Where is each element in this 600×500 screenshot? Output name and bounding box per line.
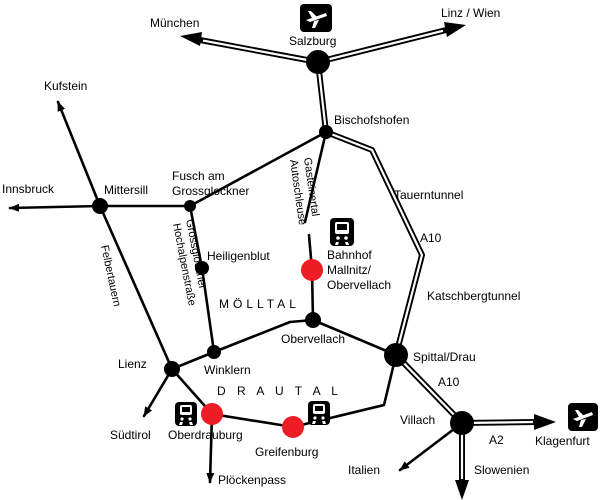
label-mittersill: Mittersill	[104, 183, 148, 197]
airplane-icon	[568, 403, 598, 431]
node-salzburg	[306, 50, 330, 74]
label-heiligenblut: Heiligenblut	[207, 249, 270, 263]
node-mittersill	[92, 198, 108, 214]
road-network	[8, 100, 464, 484]
place-labels: München Linz / Wien Salzburg Kufstein Bi…	[2, 6, 590, 487]
label-innsbruck: Innsbruck	[2, 182, 55, 196]
label-drautal: D R A U T A L	[217, 384, 342, 398]
label-katschbergtunnel: Katschbergtunnel	[427, 289, 520, 303]
label-suedtirol: Südtirol	[110, 428, 151, 442]
label-a10-upper: A10	[420, 231, 442, 245]
label-salzburg: Salzburg	[289, 34, 336, 48]
label-oberdrauburg: Oberdrauburg	[168, 428, 243, 442]
label-italien: Italien	[348, 463, 380, 477]
station-oberdrauburg[interactable]	[201, 403, 223, 425]
node-winklern	[207, 345, 221, 359]
label-fusch-2: Grossglockner	[172, 184, 249, 198]
label-felbertauern: Felbertauern	[98, 244, 123, 308]
node-spittal	[384, 343, 408, 367]
node-lienz	[164, 361, 180, 377]
label-bahnhof-2: Mallnitz/	[327, 263, 372, 277]
label-a10-lower: A10	[438, 375, 460, 389]
station-mallnitz[interactable]	[301, 259, 323, 281]
arrow-muenchen	[180, 32, 202, 46]
junctions	[92, 50, 474, 435]
region-labels: MÖLLTAL D R A U T A L	[217, 297, 342, 398]
label-lienz: Lienz	[118, 357, 147, 371]
label-bahnhof-1: Bahnhof	[327, 248, 372, 262]
label-fusch-1: Fusch am	[172, 169, 225, 183]
arrow-klagenfurt	[534, 414, 556, 430]
label-klagenfurt: Klagenfurt	[535, 434, 590, 448]
label-obervellach: Obervellach	[281, 332, 345, 346]
train-icon	[175, 402, 197, 426]
node-bischofshofen	[319, 125, 333, 139]
node-heiligenblut	[195, 261, 209, 275]
label-bahnhof-3: Obervellach	[327, 278, 391, 292]
label-moelltal: MÖLLTAL	[219, 297, 300, 311]
arrow-slowenien	[455, 480, 469, 500]
train-icon	[330, 218, 354, 246]
label-linz-wien: Linz / Wien	[441, 6, 500, 20]
train-icon	[308, 401, 330, 425]
airplane-icon	[300, 4, 332, 32]
label-muenchen: München	[150, 16, 199, 30]
label-villach: Villach	[400, 413, 435, 427]
node-obervellach	[305, 312, 321, 328]
node-fusch	[184, 200, 196, 212]
node-villach	[450, 411, 474, 435]
stations	[201, 259, 323, 438]
label-tauerntunnel: Tauerntunnel	[394, 188, 463, 202]
label-kufstein: Kufstein	[44, 79, 87, 93]
label-bischofshofen: Bischofshofen	[334, 113, 409, 127]
label-a2: A2	[489, 433, 504, 447]
label-greifenburg: Greifenburg	[255, 445, 318, 459]
arrow-linz-wien	[444, 22, 466, 37]
label-spittal: Spittal/Drau	[413, 350, 476, 364]
label-winklern: Winklern	[204, 363, 251, 377]
station-greifenburg[interactable]	[282, 416, 304, 438]
label-ploeckenpass: Plöckenpass	[218, 473, 286, 487]
label-slowenien: Slowenien	[474, 463, 529, 477]
